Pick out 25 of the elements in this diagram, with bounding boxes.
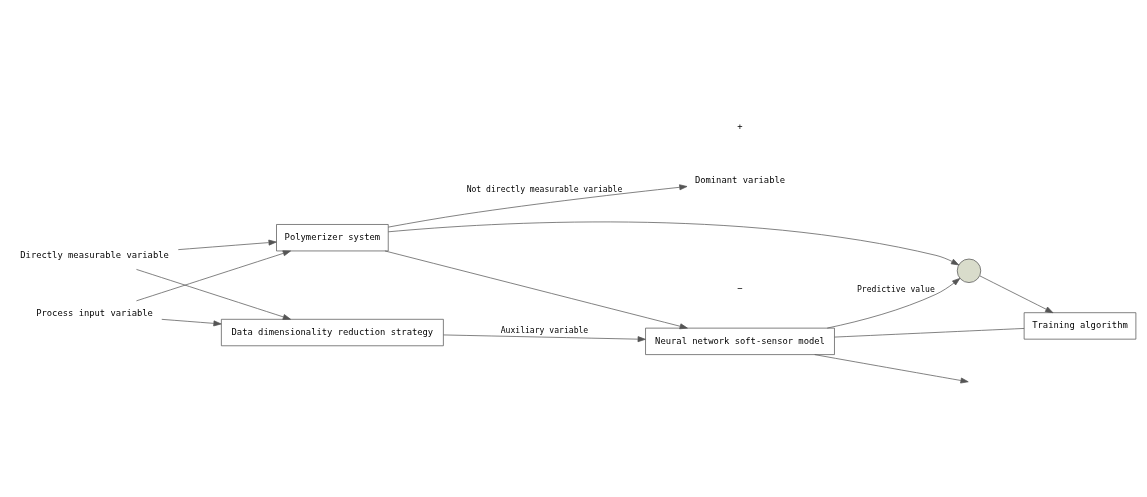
node-text: Dominant variable [694,175,786,186]
node-box: Neural network soft-sensor model [645,327,835,355]
arrow [814,354,969,384]
arrow [826,278,961,329]
arrow [177,239,277,250]
arrow [161,318,222,327]
arrow [384,250,688,330]
edge-label: Auxiliary variable [500,325,589,336]
arrow [136,269,291,320]
arrow [388,221,960,266]
node-text: Process input variable [36,308,153,319]
arrow [443,334,646,343]
arrow [388,184,688,228]
node-box: Training algorithm [1023,312,1137,340]
node-box: Polymerizer system [276,224,389,252]
edge-label: Not directly measurable variable [466,183,623,194]
node-circle [956,258,982,283]
arrow [136,250,291,302]
node-box: Data dimensionality reduction strategy [221,318,444,347]
connector [834,328,1025,338]
label: − [737,282,743,293]
edge-label: Predictive value [856,283,935,294]
node-text: Directly measurable variable [20,250,169,261]
label: + [737,122,743,133]
arrow [979,275,1054,314]
